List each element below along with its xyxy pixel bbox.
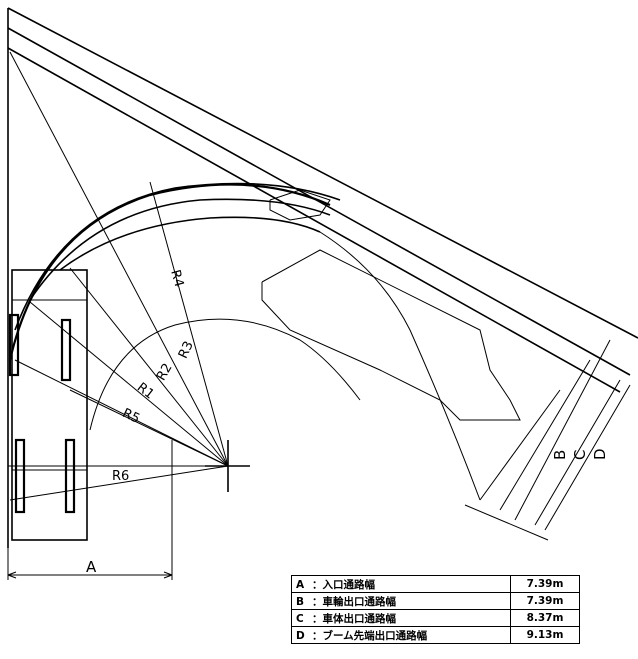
row-label: ：ブーム先端出口通路幅 [312, 629, 428, 642]
row-label: ：車体出口通路幅 [312, 612, 396, 625]
row-desc: D ：ブーム先端出口通路幅 [291, 626, 511, 644]
table-row: A ：入口通路幅 7.39m [291, 575, 580, 593]
table-row: D ：ブーム先端出口通路幅 9.13m [291, 626, 580, 644]
label-r4: R4 [167, 268, 186, 289]
label-b: B [551, 450, 569, 460]
label-c: C [571, 450, 589, 460]
row-label: ：車輪出口通路幅 [312, 595, 396, 608]
row-key: A [296, 578, 305, 591]
row-desc: C ：車体出口通路幅 [291, 609, 511, 627]
row-label: ：入口通路幅 [312, 578, 375, 591]
turning-center-marker [8, 440, 250, 492]
row-value: 9.13m [510, 626, 580, 644]
dimension-bcd [464, 339, 631, 541]
table-row: C ：車体出口通路幅 8.37m [291, 609, 580, 627]
row-key: B [296, 595, 305, 608]
label-a: A [86, 558, 97, 576]
row-value: 7.39m [510, 575, 580, 593]
passage-width-table: A ：入口通路幅 7.39m B ：車輪出口通路幅 7.39m C ：車体出口通路幅 … [291, 575, 580, 644]
label-r2: R2 [154, 361, 176, 383]
turning-arcs [8, 182, 481, 501]
boom-sweep [261, 189, 521, 421]
row-key: D [296, 629, 305, 642]
label-r1: R1 [134, 380, 157, 402]
row-value: 8.37m [510, 609, 580, 627]
row-value: 7.39m [510, 592, 580, 610]
dimension-a [7, 440, 173, 580]
label-r6: R6 [112, 469, 129, 484]
label-r5: R5 [120, 406, 142, 427]
vehicle-body [8, 269, 88, 541]
table-row: B ：車輪出口通路幅 7.39m [291, 592, 580, 610]
row-desc: B ：車輪出口通路幅 [291, 592, 511, 610]
row-key: C [296, 612, 304, 625]
row-desc: A ：入口通路幅 [291, 575, 511, 593]
label-d: D [591, 448, 609, 460]
label-r3: R3 [176, 339, 197, 361]
